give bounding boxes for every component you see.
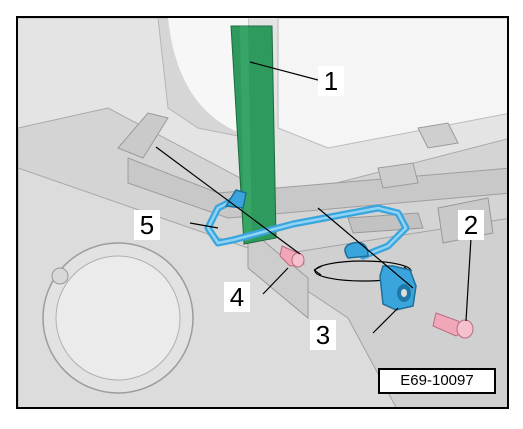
reference-code-label: E69-10097 (378, 368, 496, 394)
clip-item-3 (379, 265, 417, 311)
leader-lines (155, 61, 472, 334)
callout-3: 3 (310, 320, 336, 350)
strap-item-1 (230, 25, 277, 245)
diagram-illustration (18, 18, 507, 407)
bolt-item-4 (279, 245, 305, 268)
diagram-frame: 1 2 3 4 5 E69-10097 (16, 16, 509, 409)
callout-2: 2 (458, 210, 484, 240)
bolt-item-2 (432, 312, 474, 339)
callout-4: 4 (224, 282, 250, 312)
callout-1: 1 (318, 66, 344, 96)
callout-5: 5 (134, 210, 160, 240)
